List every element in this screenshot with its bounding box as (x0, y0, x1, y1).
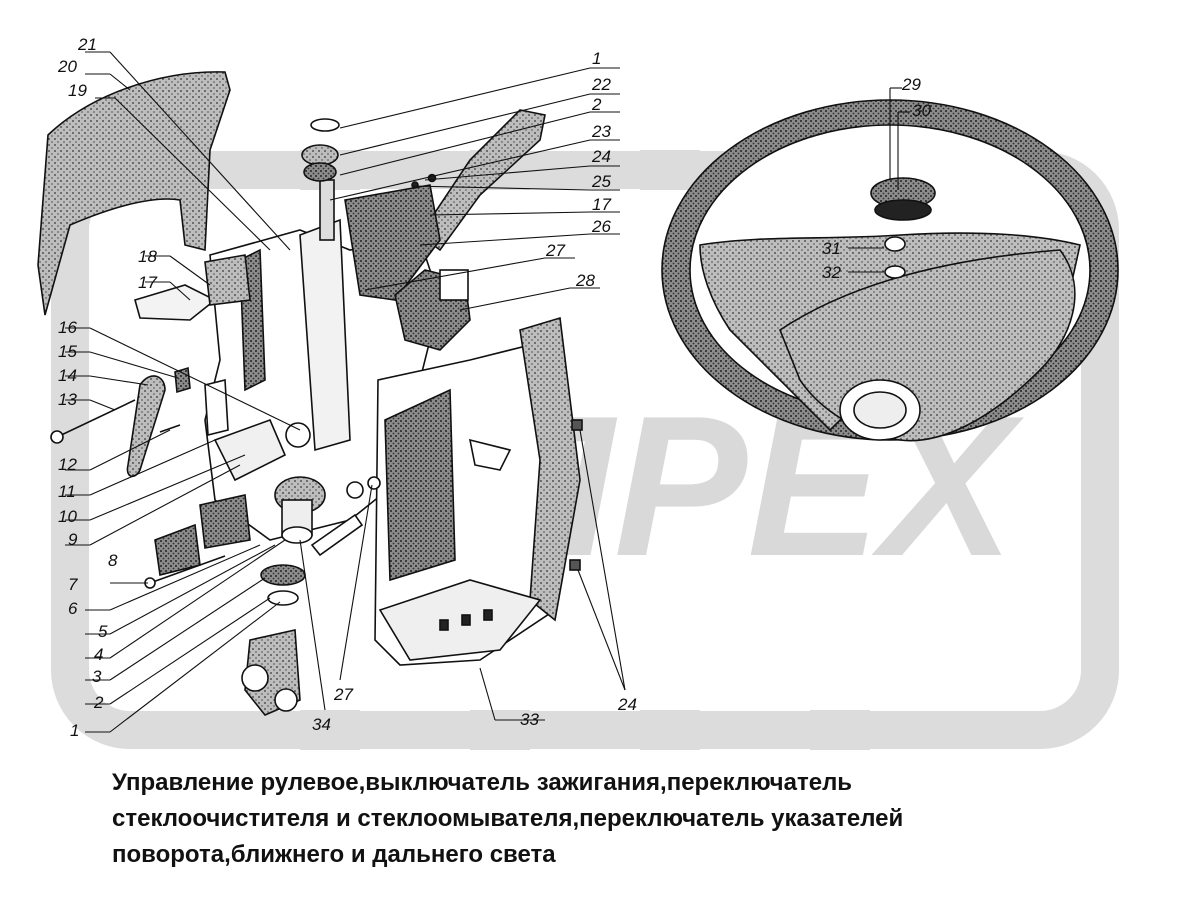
steering-wheel (661, 99, 1119, 442)
callout-25: 25 (591, 172, 611, 191)
callout-22: 22 (591, 75, 611, 94)
callout-5: 5 (98, 622, 108, 641)
callout-34: 34 (312, 715, 331, 734)
callout-4: 4 (94, 645, 103, 664)
callout-14: 14 (58, 366, 77, 385)
callout-32: 32 (822, 263, 841, 282)
callout-23: 23 (591, 122, 611, 141)
ignition-switch (394, 269, 471, 351)
callout-7: 7 (68, 575, 78, 594)
callout-28: 28 (575, 271, 595, 290)
callout-2-top: 2 (591, 95, 602, 114)
callout-11: 11 (58, 482, 76, 501)
callout-30: 30 (912, 101, 931, 120)
caption-line-2: стеклоочистителя и стеклоомывателя,перек… (112, 805, 904, 832)
callout-18: 18 (138, 247, 157, 266)
callout-33: 33 (520, 710, 539, 729)
callout-10: 10 (58, 507, 77, 526)
callout-21: 21 (77, 35, 97, 54)
callout-12: 12 (58, 455, 77, 474)
callout-1-bottom: 1 (70, 721, 79, 740)
upper-shroud (37, 71, 231, 316)
callout-9: 9 (68, 530, 78, 549)
column-bracket (134, 179, 441, 576)
left-linkage (50, 366, 226, 589)
callout-26: 26 (591, 217, 611, 236)
lower-shroud (374, 316, 581, 666)
callout-labels: 1 22 2 23 24 25 17 26 27 28 21 20 19 18 … (57, 35, 931, 740)
caption-line-1: Управление рулевое,выключатель зажигания… (112, 769, 853, 796)
callout-24-bottom: 24 (617, 695, 637, 714)
callout-1-top: 1 (592, 49, 601, 68)
callout-17-left: 17 (138, 273, 157, 292)
callout-31: 31 (822, 239, 841, 258)
callout-27-top: 27 (545, 241, 565, 260)
callout-16: 16 (58, 318, 77, 337)
callout-27-bottom: 27 (333, 685, 353, 704)
leader-lines (65, 51, 910, 733)
callout-6: 6 (68, 599, 78, 618)
callout-13: 13 (58, 390, 77, 409)
callout-24-top: 24 (591, 147, 611, 166)
callout-20: 20 (57, 57, 77, 76)
callout-19: 19 (68, 81, 87, 100)
callout-17-right: 17 (592, 195, 611, 214)
callout-2-bottom: 2 (93, 693, 104, 712)
callout-8: 8 (108, 551, 118, 570)
lower-bearing-parts (241, 419, 583, 716)
caption-line-3: поворота,ближнего и дальнего света (112, 841, 556, 868)
callout-29: 29 (901, 75, 921, 94)
callout-3: 3 (92, 667, 102, 686)
diagram-caption: Управление рулевое,выключатель зажигания… (112, 765, 1152, 873)
callout-15: 15 (58, 342, 77, 361)
exploded-assembly-drawing: ПРЕХ (37, 35, 1119, 750)
